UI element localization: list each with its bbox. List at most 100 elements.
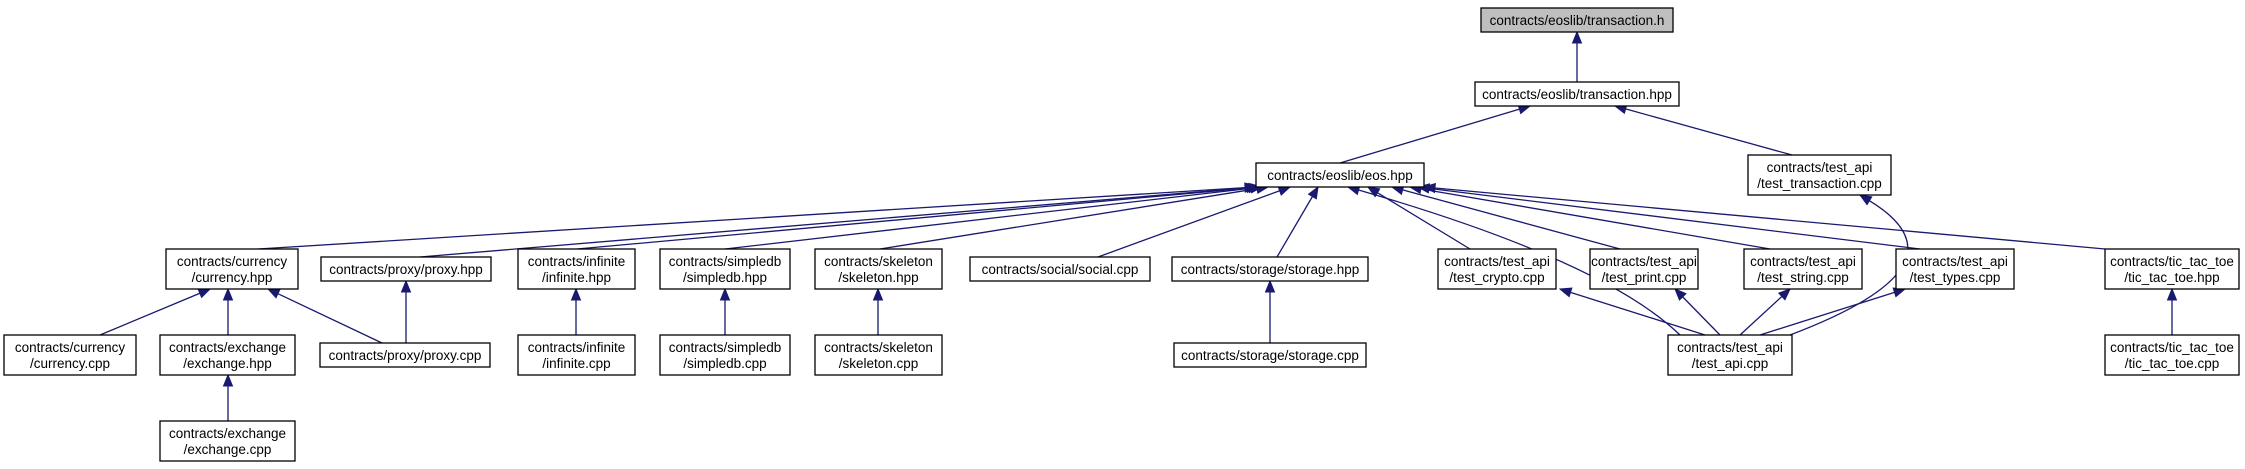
node-label: /exchange.cpp xyxy=(184,442,272,457)
edge-currency_hpp-to-eos_hpp xyxy=(257,186,1246,250)
node-box[interactable] xyxy=(159,334,296,376)
node-box[interactable] xyxy=(1255,162,1425,188)
arrowhead xyxy=(1777,288,1791,301)
node-box[interactable] xyxy=(659,248,791,290)
node-test-types-cpp[interactable]: contracts/test_api/test_types.cpp xyxy=(1895,248,2015,290)
node-label: contracts/eoslib/transaction.hpp xyxy=(1482,87,1672,102)
edge-test_api_cpp-to-test_print_cpp xyxy=(1682,296,1721,336)
node-label: /test_types.cpp xyxy=(1910,270,2001,285)
node-label: contracts/storage/storage.hpp xyxy=(1181,262,1360,277)
node-box[interactable] xyxy=(1589,248,1699,290)
node-label: /tic_tac_toe.cpp xyxy=(2125,356,2220,371)
node-storage-hpp[interactable]: contracts/storage/storage.hpp xyxy=(1171,256,1369,282)
node-simpledb-cpp[interactable]: contracts/simpledb/simpledb.cpp xyxy=(659,334,791,376)
arrowhead xyxy=(2166,287,2178,301)
node-box[interactable] xyxy=(3,334,137,376)
node-box[interactable] xyxy=(517,334,636,376)
node-currency-hpp[interactable]: contracts/currency/currency.hpp xyxy=(165,248,299,290)
node-box[interactable] xyxy=(814,248,943,290)
node-box[interactable] xyxy=(1173,342,1367,368)
node-tic-tac-toe-cpp[interactable]: contracts/tic_tac_toe/tic_tac_toe.cpp xyxy=(2104,334,2240,376)
node-box[interactable] xyxy=(1437,248,1557,290)
arrowhead xyxy=(872,287,884,301)
arrowhead xyxy=(400,279,412,293)
node-proxy-hpp[interactable]: contracts/proxy/proxy.hpp xyxy=(320,256,492,282)
node-box[interactable] xyxy=(1171,256,1369,282)
node-label: contracts/proxy/proxy.hpp xyxy=(329,262,483,277)
edge-test_transaction_cpp-to-transaction_hpp xyxy=(1625,108,1793,156)
edge-currency_cpp-to-currency_hpp xyxy=(99,292,201,336)
node-box[interactable] xyxy=(1747,154,1892,196)
node-label: contracts/currency xyxy=(15,340,126,355)
arrowhead xyxy=(1264,279,1276,293)
node-proxy-cpp[interactable]: contracts/proxy/proxy.cpp xyxy=(319,342,491,368)
node-storage-cpp[interactable]: contracts/storage/storage.cpp xyxy=(1173,342,1367,368)
arrowhead xyxy=(266,288,281,299)
node-skeleton-cpp[interactable]: contracts/skeleton/skeleton.cpp xyxy=(814,334,943,376)
edge-test_api_cpp-to-test_string_cpp xyxy=(1739,295,1783,336)
node-box[interactable] xyxy=(1480,7,1674,33)
node-box[interactable] xyxy=(320,256,492,282)
node-label: contracts/test_api xyxy=(1902,254,2008,269)
node-currency-cpp[interactable]: contracts/currency/currency.cpp xyxy=(3,334,137,376)
node-label: contracts/storage/storage.cpp xyxy=(1181,348,1359,363)
node-box[interactable] xyxy=(2104,334,2240,376)
node-box[interactable] xyxy=(319,342,491,368)
node-label: contracts/test_api xyxy=(1750,254,1856,269)
node-test-crypto-cpp[interactable]: contracts/test_api/test_crypto.cpp xyxy=(1437,248,1557,290)
node-social-cpp[interactable]: contracts/social/social.cpp xyxy=(969,256,1151,282)
node-box[interactable] xyxy=(659,334,791,376)
node-exchange-cpp[interactable]: contracts/exchange/exchange.cpp xyxy=(159,420,296,462)
node-label: contracts/proxy/proxy.cpp xyxy=(329,348,482,363)
node-box[interactable] xyxy=(159,420,296,462)
arrowhead xyxy=(1277,186,1292,196)
edge-test_api_cpp-to-test_crypto_cpp xyxy=(1570,291,1706,336)
node-skeleton-hpp[interactable]: contracts/skeleton/skeleton.hpp xyxy=(814,248,943,290)
node-label: /test_transaction.cpp xyxy=(1757,176,1882,191)
node-label: contracts/test_api xyxy=(1591,254,1697,269)
node-transaction-h[interactable]: contracts/eoslib/transaction.h xyxy=(1480,7,1674,33)
edge-storage_hpp-to-eos_hpp xyxy=(1276,196,1314,258)
node-label: contracts/tic_tac_toe xyxy=(2110,254,2234,269)
node-transaction-hpp[interactable]: contracts/eoslib/transaction.hpp xyxy=(1474,81,1680,107)
arrowhead xyxy=(570,287,582,301)
edge-test_print_cpp-to-eos_hpp xyxy=(1402,189,1621,250)
node-label: contracts/infinite xyxy=(528,254,626,269)
node-simpledb-hpp[interactable]: contracts/simpledb/simpledb.hpp xyxy=(659,248,791,290)
node-box[interactable] xyxy=(1743,248,1863,290)
node-infinite-hpp[interactable]: contracts/infinite/infinite.hpp xyxy=(517,248,636,290)
node-eos-hpp[interactable]: contracts/eoslib/eos.hpp xyxy=(1255,162,1425,188)
node-label: /test_print.cpp xyxy=(1602,270,1687,285)
node-infinite-cpp[interactable]: contracts/infinite/infinite.cpp xyxy=(517,334,636,376)
node-test-print-cpp[interactable]: contracts/test_api/test_print.cpp xyxy=(1589,248,1699,290)
node-box[interactable] xyxy=(969,256,1151,282)
node-box[interactable] xyxy=(1895,248,2015,290)
node-test-transaction-cpp[interactable]: contracts/test_api/test_transaction.cpp xyxy=(1747,154,1892,196)
node-label: /test_string.cpp xyxy=(1757,270,1849,285)
edge-proxy_hpp-to-eos_hpp xyxy=(419,187,1248,258)
node-box[interactable] xyxy=(1667,334,1793,376)
node-label: contracts/simpledb xyxy=(669,340,782,355)
node-box[interactable] xyxy=(517,248,636,290)
node-tic-tac-toe-hpp[interactable]: contracts/tic_tac_toe/tic_tac_toe.hpp xyxy=(2104,248,2240,290)
node-label: contracts/currency xyxy=(177,254,288,269)
node-box[interactable] xyxy=(165,248,299,290)
edge-skeleton_hpp-to-eos_hpp xyxy=(879,188,1258,250)
node-box[interactable] xyxy=(1474,81,1680,107)
node-box[interactable] xyxy=(2104,248,2240,290)
node-exchange-hpp[interactable]: contracts/exchange/exchange.hpp xyxy=(159,334,296,376)
node-test-api-cpp[interactable]: contracts/test_api/test_api.cpp xyxy=(1667,334,1793,376)
node-test-string-cpp[interactable]: contracts/test_api/test_string.cpp xyxy=(1743,248,1863,290)
node-box[interactable] xyxy=(814,334,943,376)
edge-proxy_cpp-to-currency_hpp xyxy=(277,293,383,344)
node-label: /simpledb.cpp xyxy=(683,356,766,371)
node-label: /currency.cpp xyxy=(30,356,110,371)
nodes-layer: contracts/eoslib/transaction.h contracts/… xyxy=(3,7,2240,462)
arrowhead xyxy=(1858,194,1873,206)
node-label: /simpledb.hpp xyxy=(683,270,767,285)
node-label: contracts/skeleton xyxy=(824,340,933,355)
node-label: contracts/eoslib/transaction.h xyxy=(1490,13,1665,28)
edge-simpledb_hpp-to-eos_hpp xyxy=(724,187,1252,250)
node-label: /infinite.hpp xyxy=(542,270,611,285)
